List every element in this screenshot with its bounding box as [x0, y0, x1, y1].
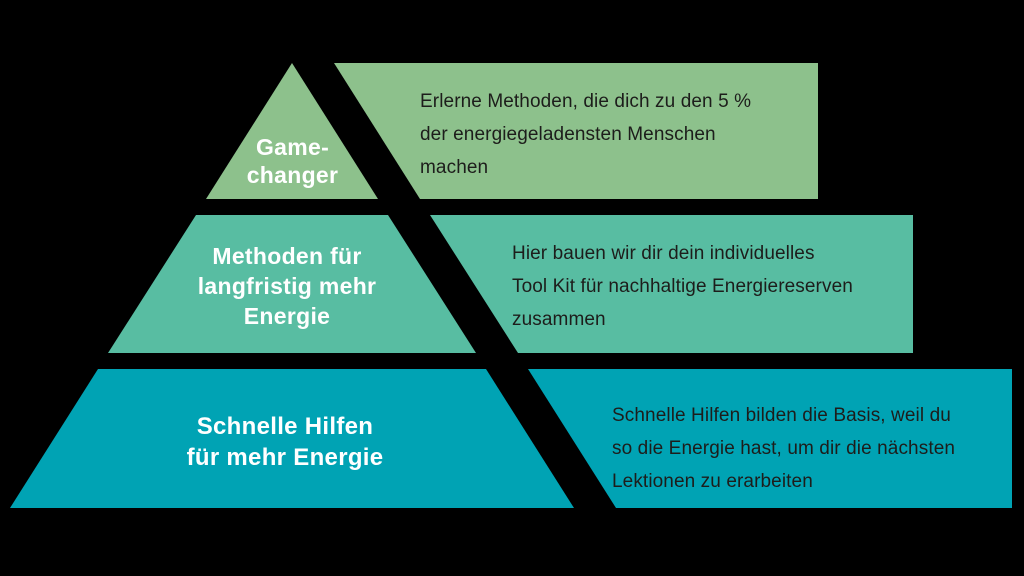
tier2-description: Hier bauen wir dir dein individuelles To… [512, 243, 853, 330]
tier3-description-panel [528, 369, 1012, 508]
tier1-description-panel [334, 63, 818, 199]
tier3-trapezoid [10, 369, 574, 508]
tier2-description-panel [430, 215, 913, 353]
tier3-description: Schnelle Hilfen bilden die Basis, weil d… [612, 405, 956, 492]
tier1-label: Game- changer [246, 134, 339, 188]
tier2-trapezoid [108, 215, 476, 353]
tier2-label: Methoden für langfristig mehr Energie [197, 243, 377, 329]
tier3-label: Schnelle Hilfen für mehr Energie [186, 413, 384, 471]
tier1-description: Erlerne Methoden, die dich zu den 5 % de… [420, 91, 752, 178]
tier1-triangle [206, 63, 378, 199]
